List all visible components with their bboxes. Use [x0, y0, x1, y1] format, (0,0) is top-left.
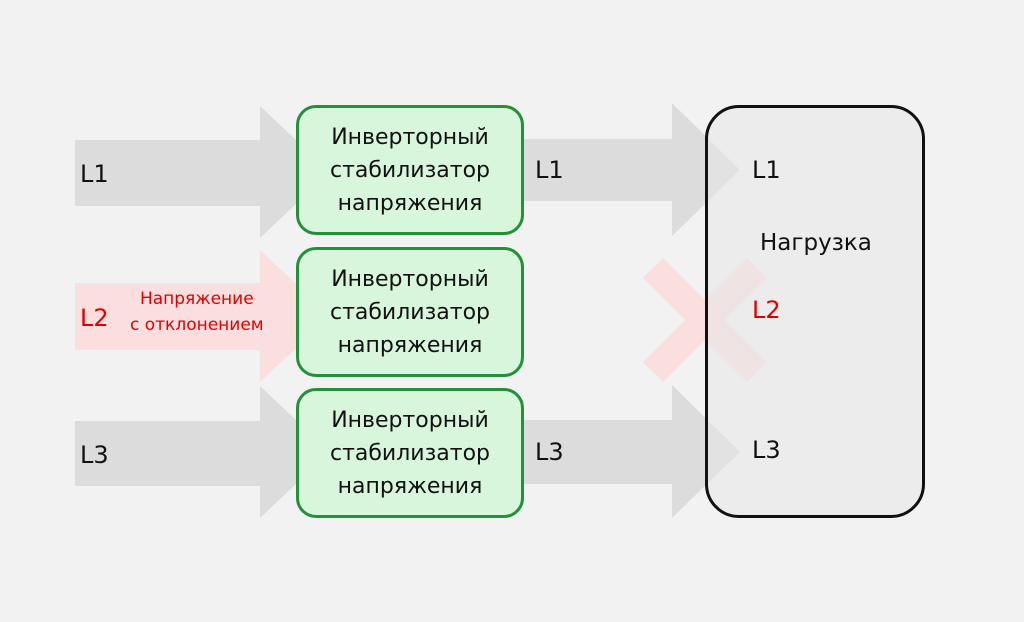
input-label-l1: L1	[80, 160, 109, 188]
output-label-l3: L3	[535, 438, 564, 466]
stabilizer-line: стабилизатор	[329, 440, 491, 466]
load-label-l2: L2	[752, 296, 781, 324]
stabilizer-line: Инверторный	[331, 124, 489, 150]
load-box	[705, 105, 925, 518]
stabilizer-line: Инверторный	[331, 266, 489, 292]
stabilizer-l2: Инверторный стабилизатор напряжения	[296, 247, 524, 377]
stabilizer-l3: Инверторный стабилизатор напряжения	[296, 388, 524, 518]
deviation-note: Напряжение с отклонением	[130, 286, 264, 338]
stabilizer-line: Инверторный	[331, 407, 489, 433]
input-arrow-l3	[75, 386, 330, 518]
deviation-note-line2: с отклонением	[130, 315, 264, 335]
stabilizer-line: напряжения	[337, 332, 483, 358]
stabilizer-line: напряжения	[337, 473, 483, 499]
input-arrow-l2	[75, 250, 330, 382]
deviation-note-line1: Напряжение	[139, 289, 254, 309]
input-label-l2: L2	[80, 304, 109, 332]
load-label-l3: L3	[752, 436, 781, 464]
output-arrow-l1	[520, 103, 740, 236]
stabilizer-line: напряжения	[337, 190, 483, 216]
load-title: Нагрузка	[760, 230, 872, 256]
stabilizer-line: стабилизатор	[329, 299, 491, 325]
load-label-l1: L1	[752, 156, 781, 184]
stabilizer-line: стабилизатор	[329, 157, 491, 183]
output-arrow-l3	[520, 385, 740, 518]
input-label-l3: L3	[80, 441, 109, 469]
output-label-l1: L1	[535, 156, 564, 184]
stabilizer-l1: Инверторный стабилизатор напряжения	[296, 105, 524, 235]
input-arrow-l1	[75, 106, 330, 238]
